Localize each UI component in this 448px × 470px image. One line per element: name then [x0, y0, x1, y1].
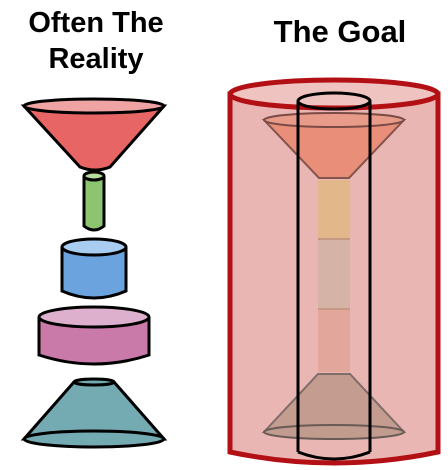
title-line-2: Reality	[48, 43, 144, 75]
title-line-1: Often The	[28, 7, 164, 39]
red-funnel	[20, 97, 168, 172]
goal-segment-tan	[318, 240, 350, 308]
reality-stack	[20, 97, 168, 449]
goal-segment-pink	[318, 310, 350, 372]
teal-cone	[20, 377, 168, 449]
green-pipe	[82, 170, 106, 232]
blue-cylinder	[60, 237, 128, 300]
often-the-reality-title: Often The Reality	[0, 5, 192, 77]
goal-central-pipe	[296, 91, 372, 461]
goal-container	[227, 77, 441, 466]
goal-segment-orange	[318, 180, 350, 238]
the-goal-title: The Goal	[273, 14, 407, 49]
purple-cylinder	[37, 305, 151, 366]
